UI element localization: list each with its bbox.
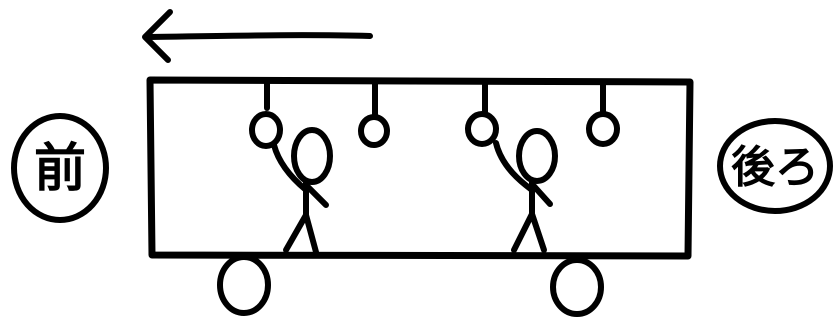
strap-4 <box>589 82 617 144</box>
strap-2 <box>361 82 387 145</box>
train-car-body <box>150 80 690 256</box>
back-label: 後ろ <box>720 121 830 211</box>
back-label-text: 後ろ <box>731 142 819 193</box>
strap-1 <box>252 82 280 146</box>
passenger-figure-1 <box>274 130 330 252</box>
strap-3 <box>468 82 496 144</box>
direction-arrow <box>145 12 370 60</box>
rear-wheel <box>553 260 601 314</box>
wheels <box>220 257 601 314</box>
front-wheel <box>220 257 268 313</box>
front-label: 前 <box>14 116 106 220</box>
front-label-text: 前 <box>34 139 86 199</box>
hanging-straps <box>252 82 617 146</box>
passenger-figure-2 <box>496 131 555 250</box>
